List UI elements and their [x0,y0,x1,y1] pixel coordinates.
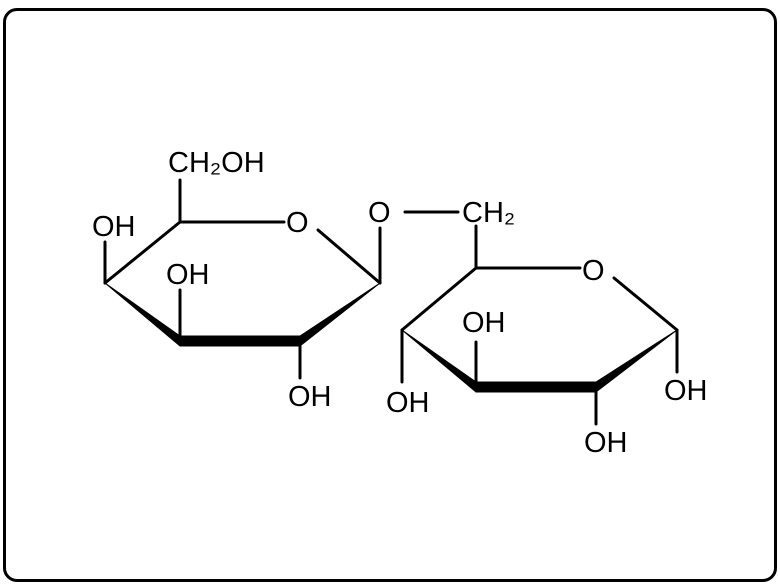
right-oh-c1-label: OH [664,375,708,407]
left-bold-c3-c2 [179,335,301,347]
left-ring-oxygen-label: O [286,207,309,239]
left-bond-c5-c4 [103,220,182,285]
right-oh-c3-label: OH [462,307,506,339]
bridge-oxygen-label: O [368,197,391,229]
right-wedge-c2-c1 [595,329,678,393]
right-ring-oxygen-label: O [582,255,605,287]
left-bond-o-c1 [316,228,382,285]
right-wedge-c4-c3 [401,329,477,393]
left-wedge-c4-c3 [104,282,181,347]
left-wedge-c2-c1 [299,282,381,347]
glycosidic-linkage: O CH₂ [368,197,515,270]
left-pyranose-ring: CH₂OH O OH OH OH [92,147,382,413]
right-oh-c4-label: OH [386,387,430,419]
right-oh-c2-label: OH [584,427,628,459]
ch2-label: CH₂ [462,197,515,229]
left-oh-c2-label: OH [288,381,332,413]
diagram-frame [3,8,777,582]
left-oh-c3-label: OH [166,259,210,291]
right-bond-o-c1 [612,276,679,332]
right-bold-c3-c2 [475,381,597,393]
right-bond-c5-c4 [400,266,478,332]
left-ch2oh-label: CH₂OH [168,147,265,179]
right-pyranose-ring: O OH OH OH OH [386,255,708,459]
left-oh-c4-label: OH [92,211,136,243]
